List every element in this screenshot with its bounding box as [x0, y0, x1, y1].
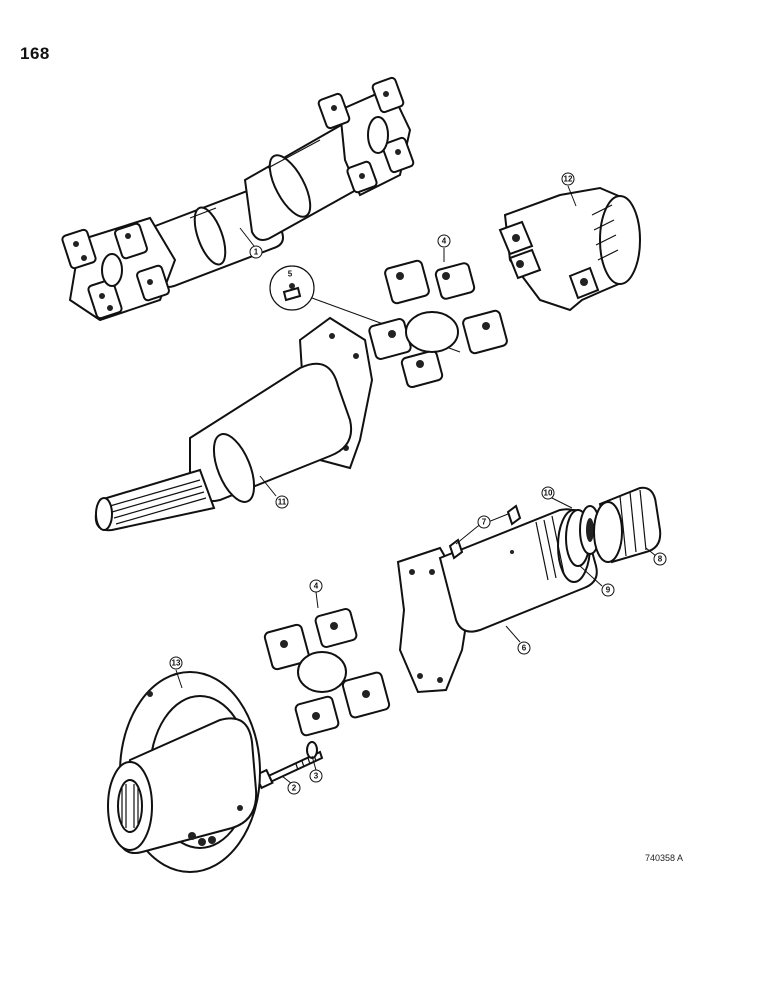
callout-2: 2 [292, 784, 297, 793]
splined-shaft: 11 [94, 316, 374, 532]
bolt-and-washer: 2 3 [254, 741, 324, 795]
callout-10: 10 [544, 489, 553, 498]
callout-7: 7 [482, 518, 487, 527]
callout-8: 8 [658, 555, 663, 564]
companion-flange: 13 [107, 656, 261, 873]
slip-yoke: 12 [498, 172, 642, 312]
callout-3: 3 [314, 772, 319, 781]
callout-1: 1 [254, 248, 259, 257]
callout-5: 5 [288, 270, 293, 279]
universal-joint-upper: 4 [368, 234, 508, 389]
callout-6: 6 [522, 644, 527, 653]
seal-and-cap-parts: 10 9 8 [541, 486, 667, 597]
callout-9: 9 [606, 586, 611, 595]
callout-12: 12 [564, 175, 573, 184]
callout-11: 11 [278, 498, 287, 507]
callout-4-upper: 4 [442, 237, 447, 246]
page-number: 168 [20, 44, 50, 63]
universal-joint-lower: 4 [263, 579, 391, 737]
callout-4-lower: 4 [314, 582, 319, 591]
figure-code: 740358 A [645, 853, 684, 863]
drive-shaft-assembly: 1 [61, 76, 415, 322]
callout-13: 13 [172, 659, 181, 668]
grease-fittings: 7 [448, 504, 522, 560]
